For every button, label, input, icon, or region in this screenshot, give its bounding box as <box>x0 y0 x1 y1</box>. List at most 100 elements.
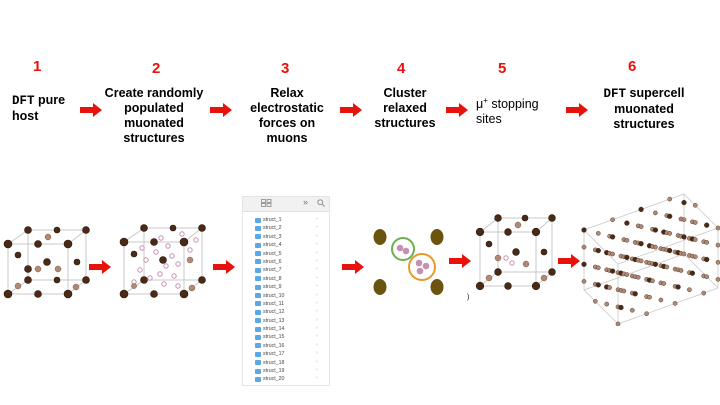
file-list-item[interactable]: struct_20› <box>243 375 329 383</box>
supercell-atom <box>624 272 630 277</box>
file-list-item[interactable]: struct_11› <box>243 300 329 308</box>
supercell-atom <box>618 304 624 311</box>
file-list-item[interactable]: struct_19› <box>243 367 329 375</box>
supercell-atom <box>610 251 615 257</box>
more-toolbar-button[interactable]: » <box>303 197 309 207</box>
supercell-atom <box>675 284 681 290</box>
supercell-atom <box>581 244 587 250</box>
file-list-item[interactable]: struct_16› <box>243 342 329 350</box>
arrow-bottom-4 <box>449 254 471 268</box>
chevron-right-icon: › <box>316 316 318 323</box>
supercell-atom <box>652 261 659 267</box>
folder-icon <box>255 242 261 248</box>
folder-icon <box>255 368 261 374</box>
supercell-edge <box>583 229 619 265</box>
file-list-item[interactable]: struct_18 › <box>243 359 329 367</box>
folder-icon <box>255 343 261 349</box>
file-name: struct_7 <box>263 267 282 274</box>
file-name: struct_4 <box>263 242 282 249</box>
crystal-random-muons-figure <box>119 224 206 299</box>
supercell-atom <box>667 247 673 254</box>
file-list-item[interactable]: struct_10 › <box>243 292 329 300</box>
supercell-atom <box>624 254 630 261</box>
step-label-1-line2: host <box>12 109 39 123</box>
file-name: struct_19 <box>263 368 285 375</box>
file-list-item[interactable]: struct_14› <box>243 325 329 333</box>
file-browser-toolbar: » <box>243 197 329 212</box>
arrow-top-5 <box>566 103 588 117</box>
supercell-atom <box>615 321 621 326</box>
supercell-atom <box>609 268 616 274</box>
dft-text-6: DFT <box>603 87 627 101</box>
chevron-right-icon: › <box>316 283 318 290</box>
supercell-atom <box>595 265 601 270</box>
cluster-atom-bottom-right <box>430 279 444 295</box>
file-list-item[interactable]: struct_5› <box>243 250 329 258</box>
step-label-3: Relax electrostatic forces on muons <box>250 86 324 145</box>
chevron-right-icon: › <box>316 291 318 298</box>
supercell-atom <box>610 217 615 223</box>
file-list-item[interactable]: struct_9› <box>243 283 329 291</box>
supercell-atom <box>693 254 698 260</box>
step-number-1: 1 <box>33 58 42 75</box>
supercell-atom <box>667 196 672 202</box>
supercell-atom <box>595 231 601 236</box>
file-list-item[interactable]: struct_7 › <box>243 266 329 274</box>
folder-icon <box>255 301 261 307</box>
step-label-1-rest: pure <box>34 93 66 107</box>
supercell-atom <box>661 281 667 286</box>
file-name: struct_2 <box>263 225 282 232</box>
folder-icon <box>255 293 261 299</box>
chevron-right-icon: › <box>316 266 318 273</box>
chevron-right-icon: › <box>316 224 318 231</box>
supercell-atom <box>715 260 720 265</box>
file-name: struct_10 <box>263 292 285 299</box>
cluster-diagram-figure <box>373 229 444 295</box>
file-list-item[interactable]: struct_3› <box>243 233 329 241</box>
grid-view-icon[interactable] <box>261 199 273 209</box>
file-name: struct_15 <box>263 334 285 341</box>
file-list-item[interactable]: struct_2 › <box>243 224 329 232</box>
folder-icon <box>255 360 261 366</box>
file-list-item[interactable]: struct_4 › <box>243 241 329 249</box>
chevron-right-icon: › <box>316 241 318 248</box>
supercell-atom <box>621 288 627 294</box>
file-name: struct_1 <box>263 217 282 223</box>
supercell-atom <box>689 270 696 276</box>
supercell-atom <box>581 261 587 267</box>
folder-icon <box>255 217 261 223</box>
folder-icon <box>255 351 261 357</box>
folder-icon <box>255 334 261 340</box>
plus-sup: + <box>483 96 488 105</box>
step-number-2: 2 <box>152 60 161 77</box>
supercell-edge <box>583 193 685 231</box>
step-label-6-rest: supercell muonated structures <box>613 86 685 131</box>
supercell-atom <box>715 225 720 231</box>
supercell-atom <box>581 279 587 284</box>
file-list-item[interactable]: struct_1› <box>243 216 329 224</box>
file-name: struct_13 <box>263 317 285 324</box>
file-list-item[interactable]: struct_17› <box>243 350 329 358</box>
supercell-atom <box>638 206 644 213</box>
supercell-atom <box>638 258 644 264</box>
supercell-atom <box>693 203 698 208</box>
file-list-item[interactable]: struct_8› <box>243 275 329 283</box>
file-name: struct_18 <box>263 359 285 366</box>
supercell-atom <box>658 297 664 303</box>
chevron-right-icon: › <box>316 325 318 332</box>
file-list-item[interactable]: struct_12› <box>243 308 329 316</box>
supercell-atom <box>667 231 672 236</box>
file-list-item[interactable]: struct_15› <box>243 333 329 341</box>
file-list-item[interactable]: struct_6› <box>243 258 329 266</box>
supercell-atom <box>681 200 687 206</box>
chevron-right-icon: › <box>316 358 318 365</box>
file-list-item[interactable]: struct_13 › <box>243 317 329 325</box>
file-name: struct_8 <box>263 275 282 282</box>
supercell-atom <box>592 299 598 304</box>
folder-icon <box>255 318 261 324</box>
search-icon[interactable] <box>317 199 325 209</box>
supercell-atom <box>647 294 652 300</box>
stopping-sites-glyph: ) <box>467 294 469 301</box>
supercell-atom <box>581 227 587 233</box>
step-label-1: DFT pure host <box>12 93 82 124</box>
